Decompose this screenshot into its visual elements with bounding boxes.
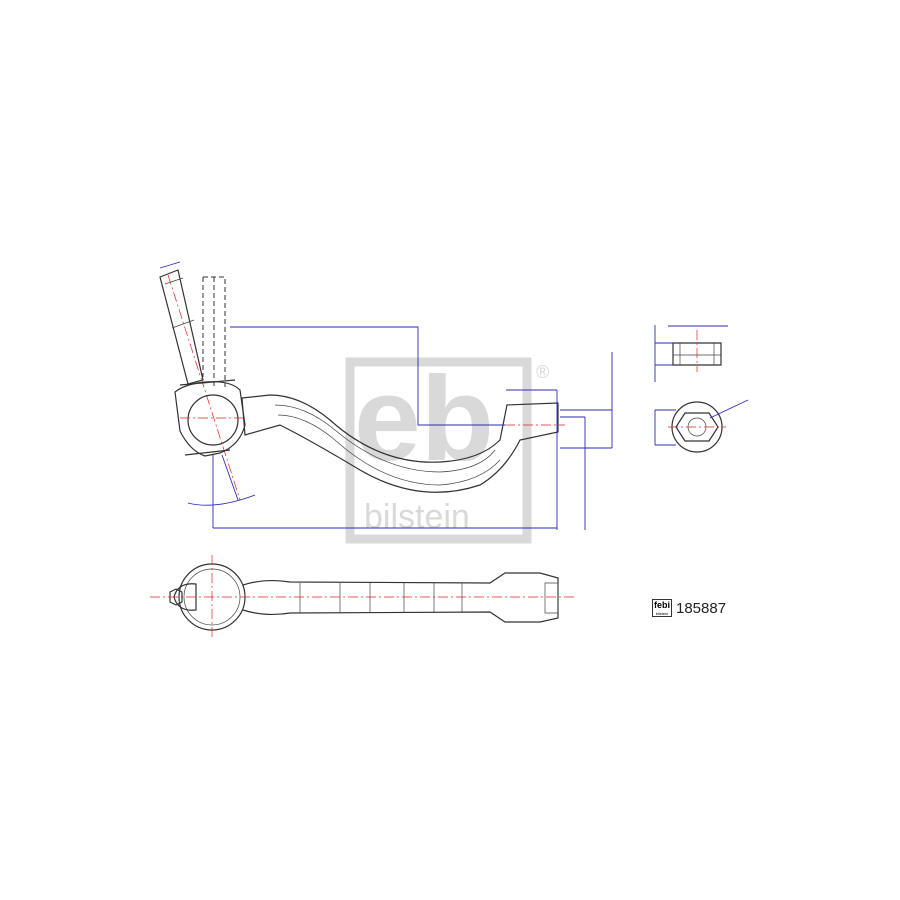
svg-text:eb: eb (354, 352, 494, 486)
ball-stud-side-view (159, 269, 246, 501)
watermark-logo: eb bilstein ® (345, 352, 549, 544)
dimension-lines (159, 261, 613, 530)
svg-text:®: ® (536, 362, 549, 382)
tie-rod-arm-side-view (241, 394, 565, 493)
part-number: 185887 (676, 599, 727, 617)
logo-text: febi (653, 600, 670, 610)
logo-sub-text: bilstein (655, 611, 669, 616)
nut-top-view (654, 399, 749, 453)
nut-side-view (654, 325, 728, 382)
tie-rod-top-view (150, 555, 575, 640)
febi-logo-icon: febi bilstein (652, 599, 672, 617)
svg-text:bilstein: bilstein (364, 498, 470, 536)
part-number-label: febi bilstein 185887 (652, 599, 726, 617)
